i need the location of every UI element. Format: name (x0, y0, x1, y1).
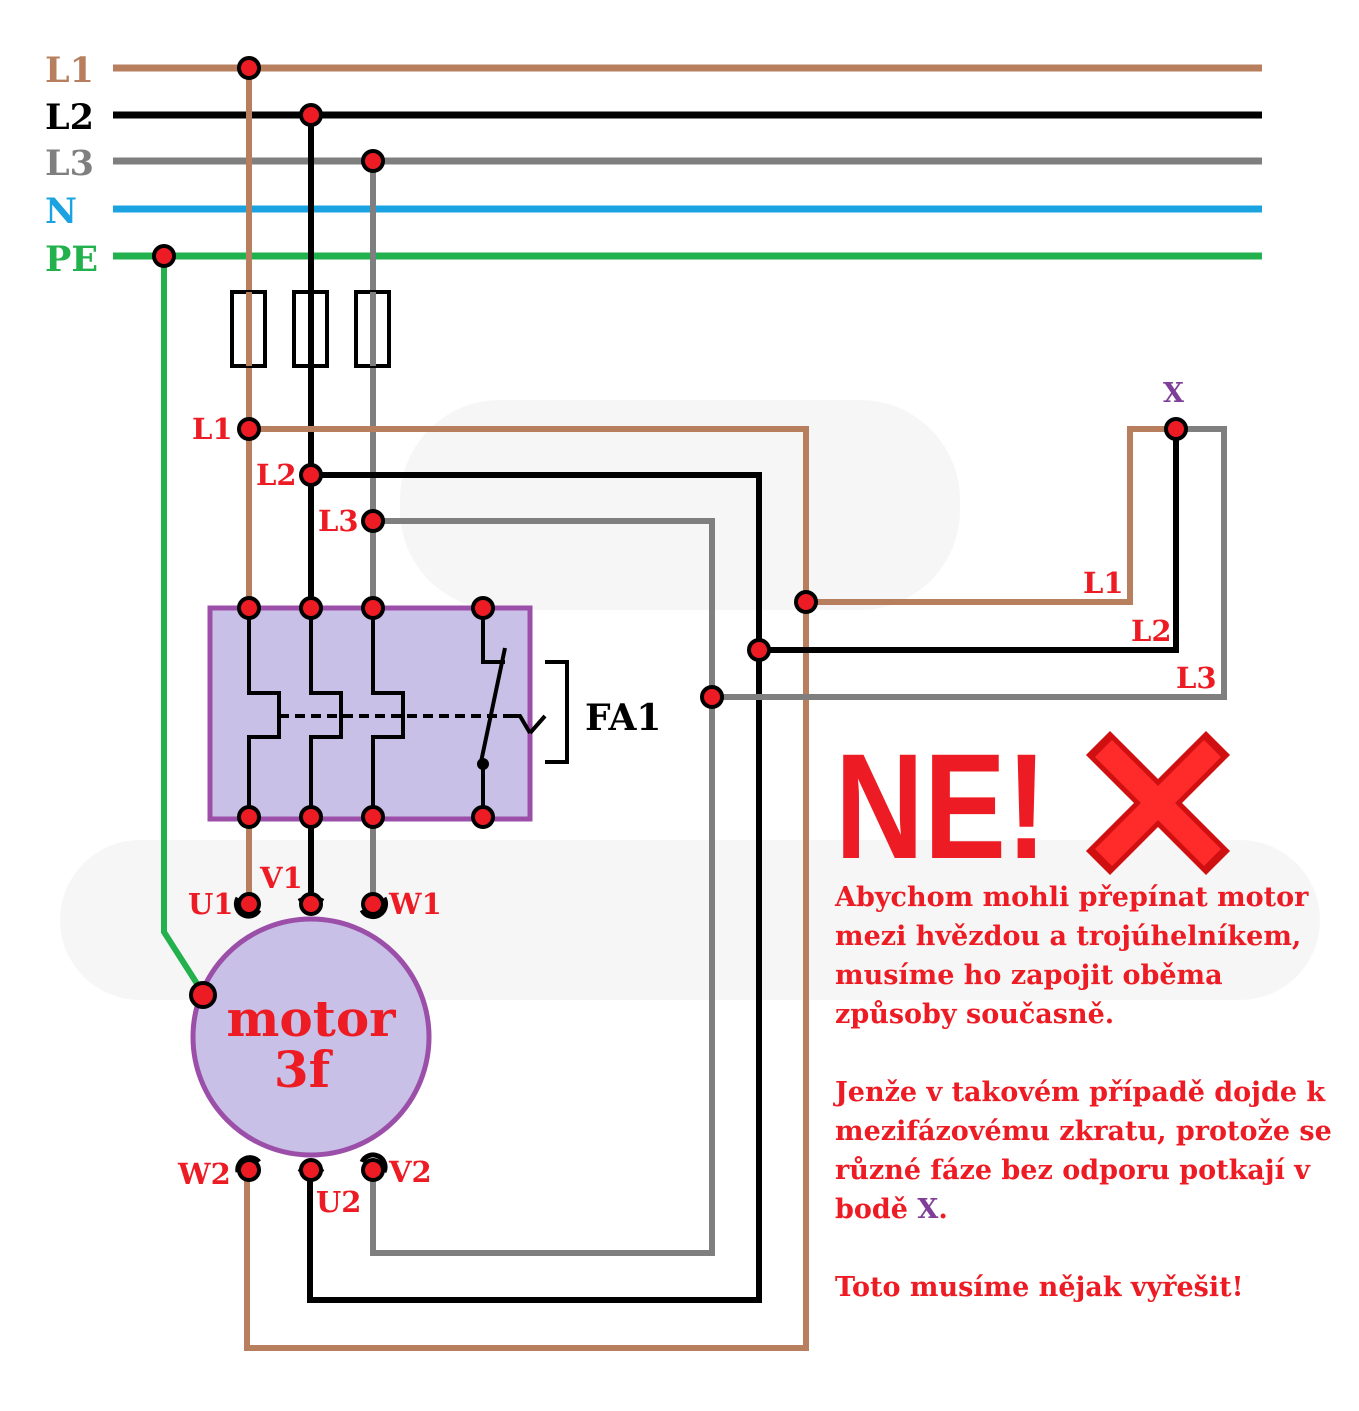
feed-label-l3: L3 (318, 504, 359, 538)
terminal-breaker-out-1 (237, 805, 261, 829)
motor-label-line1: motor (226, 989, 396, 1048)
delta-l2 (759, 429, 1179, 653)
junction-label: X (1163, 378, 1184, 409)
bus-label-l1: L1 (45, 50, 94, 91)
motor: motor 3f (190, 817, 432, 1174)
explanation-paragraph-2-text: Jenže v takovém případě dojde k mezifázo… (835, 1077, 1332, 1225)
terminal-delta-l3 (700, 685, 724, 709)
warning-headline: NE! (835, 722, 1047, 890)
terminal-breaker-in-3 (361, 596, 385, 620)
label-w2: W2 (177, 1157, 231, 1191)
terminal-v1 (299, 892, 323, 916)
terminal-v2 (361, 1158, 385, 1182)
terminal-breaker-out-4 (471, 805, 495, 829)
branch-l1 (244, 426, 809, 1351)
delta-l1 (806, 426, 1176, 605)
terminal-w2 (237, 1158, 261, 1182)
terminal-u1 (237, 892, 261, 916)
terminal-motor-pe (189, 981, 217, 1009)
terminal-bus-pe (152, 244, 176, 268)
bus-label-n: N (45, 191, 77, 232)
label-w1: W1 (388, 887, 442, 921)
explanation-paragraph-2-end: . (938, 1194, 948, 1225)
breaker-fa1 (207, 605, 569, 822)
motor-label-line2: 3f (274, 1040, 334, 1099)
terminal-feed-l1 (237, 417, 261, 441)
label-v2: V2 (388, 1155, 432, 1189)
motor-body (190, 916, 432, 1158)
terminal-breaker-in-4 (471, 596, 495, 620)
explanation-text: Abychom mohli přepínat motor mezi hvězdo… (835, 878, 1335, 1346)
fuses (230, 290, 391, 368)
pe-wire (161, 256, 206, 995)
terminal-feed-l2 (299, 463, 323, 487)
terminal-delta-l1 (794, 590, 818, 614)
feed-label-l2: L2 (256, 458, 297, 492)
label-u2: U2 (316, 1185, 361, 1219)
terminal-feed-l3 (361, 509, 385, 533)
branch-wires (244, 426, 1227, 1351)
label-u1: U1 (188, 887, 233, 921)
terminal-breaker-out-2 (299, 805, 323, 829)
terminal-x (1164, 417, 1188, 441)
feed-label-l1: L1 (192, 412, 233, 446)
terminal-bus-l1 (237, 56, 261, 80)
bus-label-pe: PE (45, 239, 98, 280)
breaker-label: FA1 (585, 697, 661, 739)
explanation-paragraph-1: Abychom mohli přepínat motor mezi hvězdo… (835, 882, 1309, 1030)
terminal-bus-l2 (299, 103, 323, 127)
bus-label-l3: L3 (45, 143, 94, 184)
delta-label-l1: L1 (1083, 566, 1124, 600)
terminal-breaker-in-1 (237, 596, 261, 620)
bus-label-l2: L2 (45, 97, 94, 138)
explanation-paragraph-3: Toto musíme nějak vyřešit! (835, 1272, 1244, 1303)
explanation-paragraph-2: Jenže v takovém případě dojde k mezifázo… (835, 1073, 1335, 1229)
terminal-breaker-in-2 (299, 596, 323, 620)
branch-l3 (370, 518, 715, 1256)
delta-label-l3: L3 (1176, 661, 1217, 695)
terminal-u2 (299, 1158, 323, 1182)
delta-l3 (712, 426, 1227, 700)
terminals (152, 56, 1188, 1182)
delta-label-l2: L2 (1131, 614, 1172, 648)
terminal-delta-l2 (747, 638, 771, 662)
x-icon (1085, 730, 1231, 876)
branch-l2 (307, 472, 762, 1303)
terminal-breaker-out-3 (361, 805, 385, 829)
bus-bars (113, 64, 1262, 260)
breaker-body (207, 605, 533, 822)
terminal-w1 (361, 892, 385, 916)
terminal-bus-l3 (361, 149, 385, 173)
junction-reference: X (917, 1194, 939, 1225)
label-v1: V1 (259, 861, 303, 895)
